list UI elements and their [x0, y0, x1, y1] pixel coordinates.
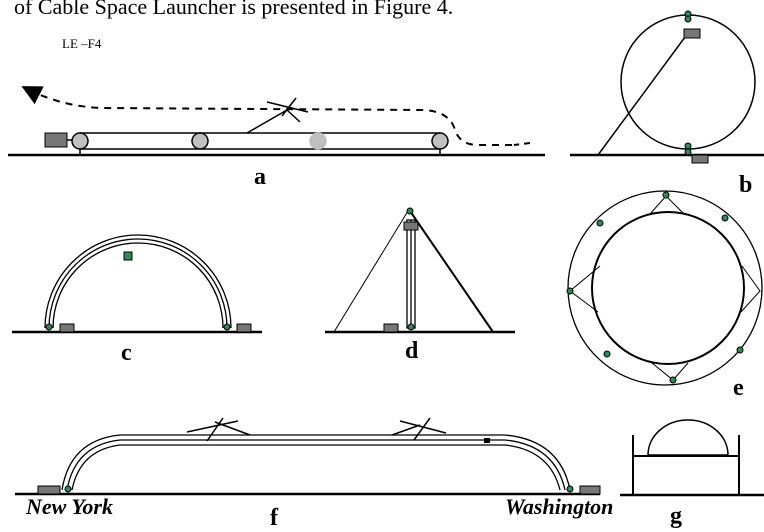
panel-label-a: a [254, 164, 266, 190]
panel-a-diagram [8, 86, 545, 157]
trajectory-dashed-path [21, 86, 512, 146]
roller-3 [309, 132, 327, 150]
block-f-2 [579, 485, 601, 495]
panel-label-b: b [739, 172, 753, 198]
block-f-1 [37, 485, 61, 495]
panel-e-diagram [566, 190, 763, 386]
panel-f-diagram [15, 417, 601, 496]
panel-b-diagram [570, 10, 764, 164]
cable-loop-a [79, 132, 441, 150]
trajectory-tail [513, 142, 531, 146]
node-e-6 [736, 346, 744, 354]
track-mid [66, 439, 566, 491]
top-block-d [403, 221, 419, 231]
panel-g-diagram [620, 419, 764, 497]
figure-code: LE –F4 [62, 36, 102, 51]
node-f-1 [64, 485, 72, 493]
node-e-2 [596, 219, 604, 227]
panel-d-diagram [325, 207, 515, 334]
node-b-2 [684, 15, 692, 23]
node-c-1 [45, 323, 53, 331]
node-b-3 [684, 142, 692, 150]
node-d-bottom [407, 323, 415, 331]
drive-motor-a [44, 132, 68, 148]
track-inner [71, 444, 561, 491]
roller-1 [71, 132, 89, 150]
node-d-top [406, 207, 414, 215]
node-e-7 [669, 376, 677, 384]
panel-label-c: c [121, 340, 132, 366]
node-e-5 [603, 350, 611, 358]
roller-4 [431, 132, 449, 150]
arch-outer [44, 234, 232, 329]
arch-inner [52, 242, 224, 329]
arch-mid [48, 238, 228, 329]
node-e-4 [566, 287, 574, 295]
panel-c-diagram [12, 234, 262, 334]
header-text: of Cable Space Launcher is presented in … [14, 0, 454, 19]
support-strut-b [597, 32, 689, 156]
block-c-1 [59, 323, 75, 333]
guy-wire-right [409, 210, 494, 333]
panel-label-d: d [405, 338, 419, 364]
spoke-e-right [740, 265, 761, 313]
panel-label-f: f [270, 505, 278, 531]
marker-f [484, 438, 490, 443]
roller-2 [191, 132, 209, 150]
glider-f-1 [186, 417, 251, 442]
panel-label-e: e [733, 375, 744, 401]
node-f-2 [566, 485, 574, 493]
glider-a [246, 97, 309, 134]
bottom-block-b [691, 154, 709, 164]
node-e-3 [721, 214, 729, 222]
block-c-2 [236, 323, 252, 333]
inner-ring-e [591, 211, 745, 365]
node-b-4 [684, 148, 692, 156]
track-outer [61, 434, 571, 491]
dome-g [647, 419, 729, 456]
top-block-b [683, 28, 701, 39]
panel-label-g: g [670, 503, 682, 529]
city-washington: Washington [505, 494, 614, 519]
block-d [383, 323, 399, 333]
node-c-2 [223, 323, 231, 331]
glider-f-2 [391, 417, 447, 441]
payload-c [123, 251, 133, 261]
node-e-1 [662, 191, 670, 199]
city-new-york: New York [26, 494, 113, 519]
guy-wire-left [333, 210, 409, 333]
